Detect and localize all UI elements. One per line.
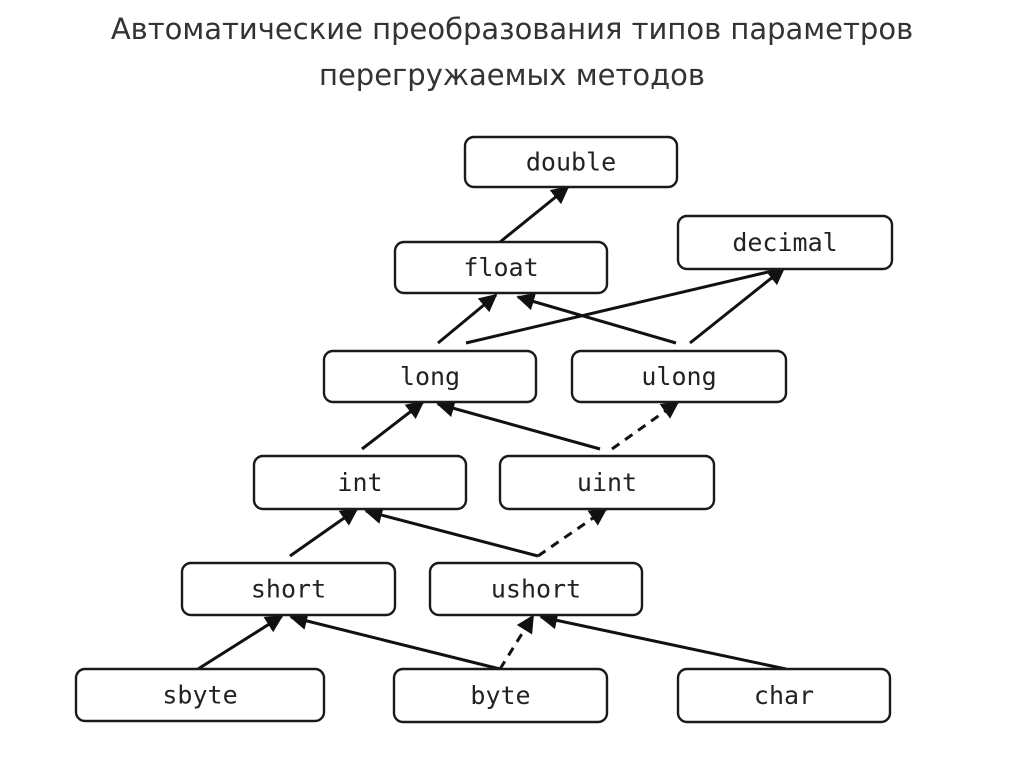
- arrow-long-to-float: [437, 293, 498, 345]
- node-box-uint: [498, 454, 716, 511]
- title-line-2: перегружаемых методов: [319, 58, 705, 92]
- node-uint: uint: [498, 454, 716, 511]
- arrow-sbyte-to-short: [197, 614, 284, 671]
- node-ushort: ushort: [428, 561, 644, 617]
- arrow-uint-to-ulong: [611, 400, 680, 451]
- node-label-char: char: [754, 681, 814, 710]
- arrow-ushort-to-int: [364, 506, 539, 558]
- node-double: double: [463, 135, 679, 189]
- node-box-ulong: [570, 349, 788, 404]
- arrow-byte-to-short: [289, 612, 501, 671]
- node-label-byte: byte: [470, 681, 530, 710]
- node-long: long: [322, 349, 538, 404]
- node-label-long: long: [400, 362, 460, 391]
- arrow-long-to-decimal: [465, 262, 787, 345]
- node-label-ushort: ushort: [491, 575, 581, 604]
- arrow-uint-to-long: [436, 399, 601, 451]
- node-box-ushort: [428, 561, 644, 617]
- arrow-ushort-to-uint: [537, 507, 608, 558]
- node-label-ulong: ulong: [641, 362, 716, 391]
- node-label-sbyte: sbyte: [162, 681, 237, 710]
- arrow-float-to-double: [499, 185, 570, 244]
- node-label-uint: uint: [577, 468, 637, 497]
- arrow-byte-to-ushort: [498, 614, 535, 670]
- node-box-double: [463, 135, 679, 189]
- node-label-float: float: [463, 253, 538, 282]
- arrow-ulong-to-float: [516, 292, 677, 345]
- nodes-layer: double decimal float long ulong int uint short u…: [74, 135, 894, 724]
- edges-layer: [197, 185, 787, 671]
- node-box-sbyte: [74, 667, 326, 723]
- node-label-int: int: [337, 468, 382, 497]
- node-label-short: short: [251, 575, 326, 604]
- node-box-short: [180, 561, 397, 617]
- arrow-char-to-ushort: [539, 611, 787, 671]
- node-box-char: [676, 667, 892, 724]
- node-ulong: ulong: [570, 349, 788, 404]
- page-title: Автоматические преобразования типов пара…: [0, 6, 1024, 98]
- node-box-byte: [392, 667, 609, 724]
- node-decimal: decimal: [676, 214, 894, 271]
- node-short: short: [180, 561, 397, 617]
- title-line-1: Автоматические преобразования типов пара…: [110, 12, 914, 46]
- arrow-short-to-int: [289, 507, 359, 558]
- node-box-float: [393, 240, 609, 295]
- node-char: char: [676, 667, 892, 724]
- node-label-decimal: decimal: [732, 228, 837, 257]
- arrow-ulong-to-decimal: [689, 266, 786, 345]
- arrow-int-to-long: [361, 400, 425, 451]
- node-box-int: [252, 454, 468, 511]
- node-byte: byte: [392, 667, 609, 724]
- node-sbyte: sbyte: [74, 667, 326, 723]
- node-float: float: [393, 240, 609, 295]
- node-label-double: double: [526, 148, 616, 177]
- node-box-long: [322, 349, 538, 404]
- node-int: int: [252, 454, 468, 511]
- node-box-decimal: [676, 214, 894, 271]
